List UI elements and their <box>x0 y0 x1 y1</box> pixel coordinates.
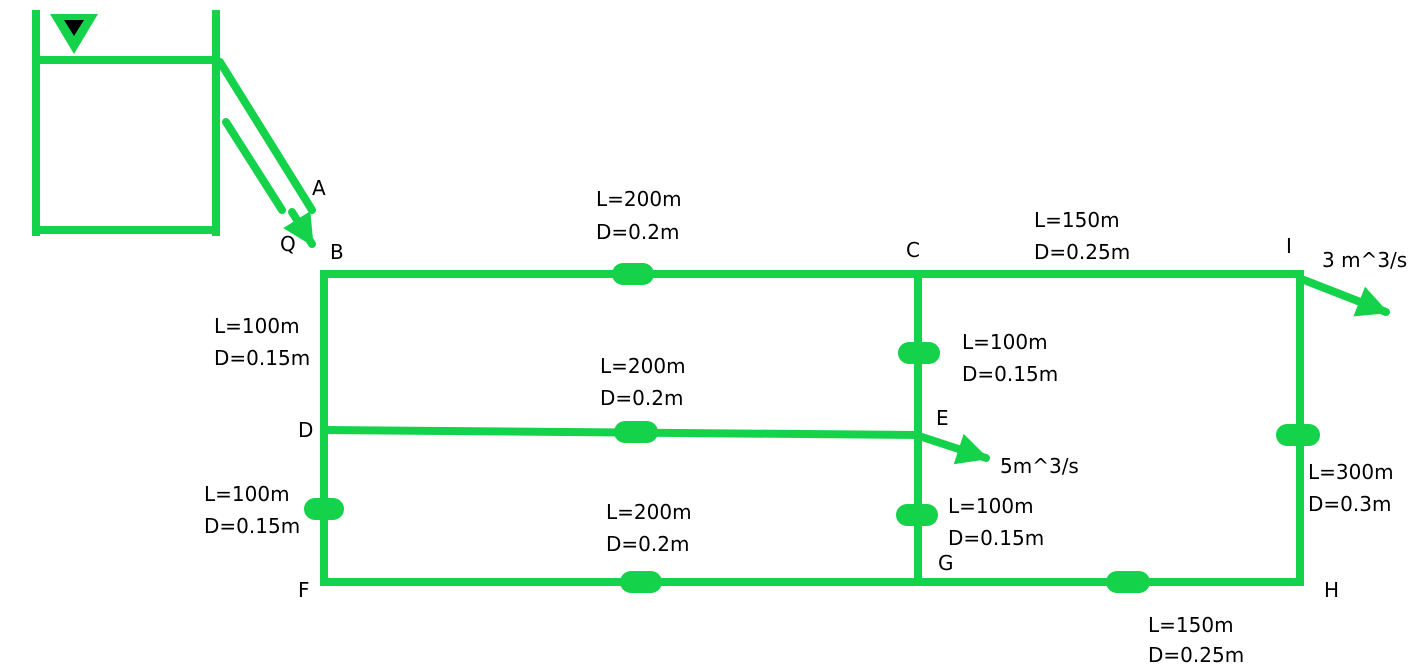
pipe-eg-diameter: D=0.15m <box>948 526 1044 550</box>
pipe-ci-diameter: D=0.25m <box>1034 240 1130 264</box>
pipe-elements <box>304 263 1320 593</box>
network-pipes <box>319 270 1304 586</box>
flow-label-i: 3 m^3/s <box>1322 248 1407 272</box>
pipe-labels: L=200m D=0.2m L=150m D=0.25m L=100m D=0.… <box>204 187 1394 664</box>
outlet-pipe-upper-wall <box>216 58 316 214</box>
node-label-d: D <box>298 418 313 442</box>
pipe-ih-length: L=300m <box>1308 460 1394 484</box>
outlet-pipe <box>216 58 316 248</box>
pipe-ih-diameter: D=0.3m <box>1308 492 1391 516</box>
pipe-ci-length: L=150m <box>1034 208 1120 232</box>
pipe-element-bc <box>612 263 654 285</box>
pipe-ce-diameter: D=0.15m <box>962 362 1058 386</box>
pipe-gh-diameter: D=0.25m <box>1148 643 1244 664</box>
flow-arrow-q <box>283 208 316 248</box>
node-label-f: F <box>298 578 310 602</box>
flow-label-e: 5m^3/s <box>1000 454 1079 478</box>
pipe-element-de <box>614 421 658 443</box>
node-labels: A Q B C I D E F G H <box>280 176 1339 602</box>
pipe-bc-diameter: D=0.2m <box>596 220 679 244</box>
node-label-b: B <box>330 240 344 264</box>
pipe-de-diameter: D=0.2m <box>600 386 683 410</box>
flow-arrow-e <box>918 433 990 465</box>
pipe-df-length: L=100m <box>204 482 290 506</box>
flow-arrow-i <box>1300 276 1390 317</box>
pipe-df-diameter: D=0.15m <box>204 514 300 538</box>
pipe-bc-length: L=200m <box>596 187 682 211</box>
pipe-element-ih <box>1276 424 1320 446</box>
outlet-pipe-lower-wall <box>222 118 286 214</box>
pipe-element-eg <box>896 504 938 526</box>
outflow-arrows <box>918 276 1390 465</box>
pipe-bd-length: L=100m <box>214 314 300 338</box>
node-label-c: C <box>906 238 920 262</box>
flow-labels: 3 m^3/s 5m^3/s <box>1000 248 1407 478</box>
node-label-g: G <box>938 551 954 575</box>
pipe-de-length: L=200m <box>600 354 686 378</box>
pipe-fg-diameter: D=0.2m <box>606 532 689 556</box>
node-label-a: A <box>312 176 326 200</box>
pipe-ce-length: L=100m <box>962 330 1048 354</box>
node-label-i: I <box>1286 234 1292 258</box>
node-label-h: H <box>1324 578 1339 602</box>
pipe-element-fg <box>620 571 662 593</box>
water-level-triangle-icon <box>50 14 98 54</box>
pipe-fg-length: L=200m <box>606 500 692 524</box>
node-label-e: E <box>936 406 949 430</box>
pipe-element-ce <box>898 342 940 364</box>
pipe-element-df <box>304 498 344 520</box>
pipe-bd-diameter: D=0.15m <box>214 346 310 370</box>
node-label-q: Q <box>280 232 296 256</box>
pipe-gh-length: L=150m <box>1148 613 1234 637</box>
reservoir <box>32 10 220 236</box>
pipe-eg-length: L=100m <box>948 494 1034 518</box>
pipe-element-gh <box>1106 571 1150 593</box>
